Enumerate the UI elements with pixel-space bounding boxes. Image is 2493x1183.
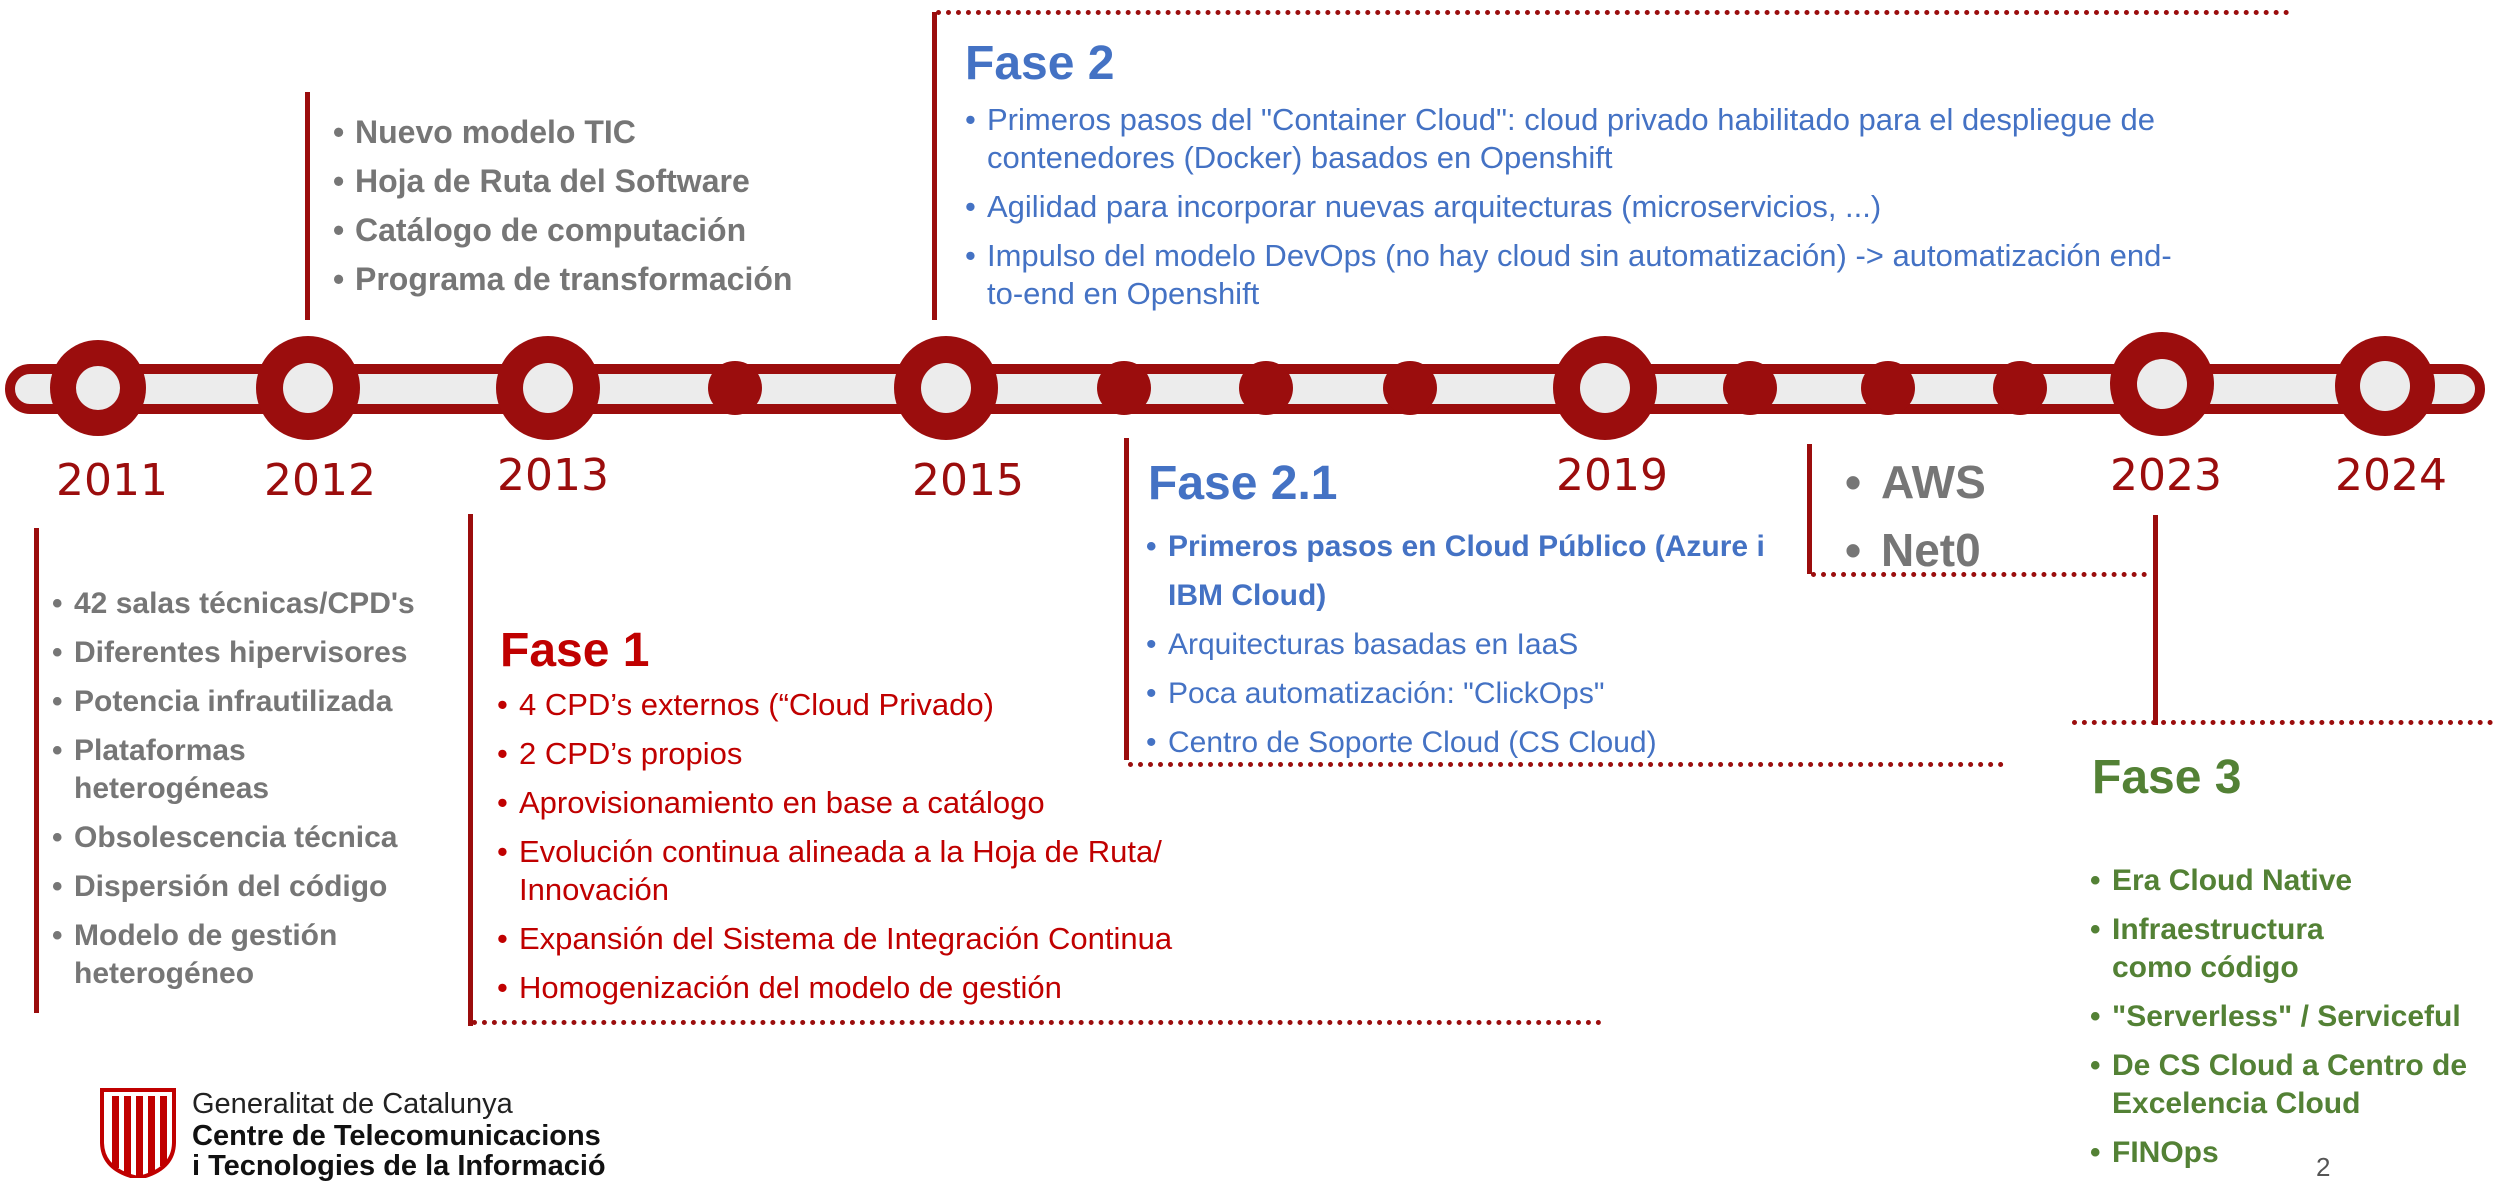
list-item: De CS Cloud a Centro de Excelencia Cloud (2090, 1047, 2490, 1123)
page-number: 2 (2316, 1152, 2331, 1182)
list-item: Aprovisionamiento en base a catálogo (497, 784, 1217, 822)
list-item: 2 CPD’s propios (497, 735, 1217, 773)
list-item: Net0 (1845, 516, 1986, 584)
list-item: Infraestructura como código (2090, 911, 2412, 987)
milestone-2024 (2335, 336, 2435, 436)
year-label: 2019 (1556, 450, 1668, 501)
timeline-dot (1097, 361, 1151, 415)
list-item: Centro de Soporte Cloud (CS Cloud) (1146, 718, 1796, 767)
list-item: Programa de transformación (333, 255, 853, 304)
timeline-dot (1861, 361, 1915, 415)
list-item: Modelo de gestión heterogéneo (52, 917, 394, 993)
logo-line2: Centre de Telecomunicacions (192, 1120, 601, 1152)
milestone-2019 (1553, 336, 1657, 440)
block-aws-list: AWS Net0 (1845, 448, 1986, 584)
list-item: Impulso del modelo DevOps (no hay cloud … (965, 237, 2205, 313)
connector-2020 (1807, 444, 1812, 574)
fase3-title: Fase 3 (2092, 751, 2242, 804)
fase2-dotted-line (936, 10, 2290, 15)
list-item: Evolución continua alineada a la Hoja de… (497, 833, 1219, 909)
timeline-dot (1723, 361, 1777, 415)
fase3-list: Era Cloud Native Infraestructura como có… (2090, 862, 2490, 1183)
year-label: 2015 (912, 455, 1024, 506)
year-label: 2011 (56, 455, 168, 506)
block-2012-list: Nuevo modelo TIC Hoja de Ruta del Softwa… (333, 108, 853, 304)
milestone-2023 (2110, 332, 2214, 436)
logo-line3: i Tecnologies de la Informació (192, 1150, 606, 1182)
fase2-title: Fase 2 (965, 37, 1115, 90)
list-item: Era Cloud Native (2090, 862, 2490, 900)
connector-2012 (305, 92, 310, 320)
fase1-title: Fase 1 (500, 624, 650, 677)
list-item: 4 CPD’s externos (“Cloud Privado) (497, 686, 1217, 724)
milestone-2013 (496, 336, 600, 440)
list-item: Primeros pasos en Cloud Público (Azure i… (1146, 522, 1818, 620)
year-label: 2012 (264, 455, 376, 506)
connector-fase21 (1124, 438, 1129, 760)
year-label: 2013 (497, 450, 609, 501)
connector-2023 (2153, 515, 2158, 725)
timeline-dot (1239, 361, 1293, 415)
list-item: Poca automatización: "ClickOps" (1146, 669, 1796, 718)
list-item: 42 salas técnicas/CPD's (52, 585, 462, 623)
list-item: FINOps (2090, 1134, 2490, 1172)
list-item: Catálogo de computación (333, 206, 853, 255)
fase3-dotted-line (2072, 720, 2493, 725)
year-label: 2024 (2335, 450, 2447, 501)
block-2011-list: 42 salas técnicas/CPD's Diferentes hiper… (52, 585, 462, 993)
year-label: 2023 (2110, 450, 2222, 501)
connector-2011 (34, 528, 39, 1013)
milestone-2012 (256, 336, 360, 440)
list-item: AWS (1845, 448, 1986, 516)
list-item: "Serverless" / Serviceful (2090, 998, 2490, 1036)
fase1-list: 4 CPD’s externos (“Cloud Privado) 2 CPD’… (497, 686, 1217, 1018)
timeline-dot (1383, 361, 1437, 415)
list-item: Dispersión del código (52, 868, 462, 906)
connector-2013 (468, 514, 473, 1026)
list-item: Expansión del Sistema de Integración Con… (497, 920, 1217, 958)
fase2-list: Primeros pasos del "Container Cloud": cl… (965, 101, 2205, 324)
fase21-title: Fase 2.1 (1148, 457, 1338, 510)
milestone-2011 (50, 340, 146, 436)
list-item: Obsolescencia técnica (52, 819, 462, 857)
list-item: Plataformas heterogéneas (52, 732, 294, 808)
connector-2015 (932, 12, 937, 320)
list-item: Diferentes hipervisores (52, 634, 462, 672)
logo-line1: Generalitat de Catalunya (192, 1088, 513, 1120)
timeline-dot (708, 361, 762, 415)
timeline-dot (1993, 361, 2047, 415)
milestone-2015 (894, 336, 998, 440)
generalitat-logo-icon (100, 1088, 176, 1178)
fase1-dotted-line (472, 1020, 1602, 1025)
fase21-list: Primeros pasos en Cloud Público (Azure i… (1146, 522, 1796, 767)
list-item: Homogenización del modelo de gestión (497, 969, 1217, 1007)
list-item: Primeros pasos del "Container Cloud": cl… (965, 101, 2205, 177)
list-item: Hoja de Ruta del Software (333, 157, 853, 206)
list-item: Nuevo modelo TIC (333, 108, 853, 157)
list-item: Agilidad para incorporar nuevas arquitec… (965, 188, 2205, 226)
list-item: Arquitecturas basadas en IaaS (1146, 620, 1796, 669)
list-item: Potencia infrautilizada (52, 683, 462, 721)
